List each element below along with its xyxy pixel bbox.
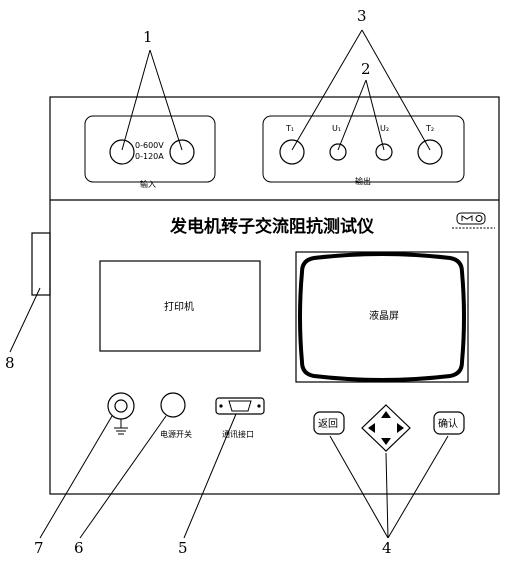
lcd-screen (298, 252, 466, 382)
ground-terminal[interactable] (107, 392, 135, 435)
callout-8: 8 (5, 354, 15, 372)
power-switch-label: 电源开关 (160, 429, 192, 439)
comm-port[interactable] (215, 397, 265, 415)
back-button-label: 返回 (318, 418, 338, 430)
output-panel (262, 115, 465, 183)
leader-lines-3 (291, 29, 431, 151)
instrument-case (49, 96, 500, 495)
output-terminal-t2[interactable] (417, 139, 443, 165)
output-terminal-u1[interactable] (329, 143, 347, 161)
leader-line-7 (39, 415, 113, 539)
input-panel-label: 输入 (140, 179, 156, 189)
input-current-label: 0-120A (135, 152, 164, 161)
output-terminal-u2-label: U₂ (380, 124, 389, 133)
left-arrow-icon[interactable] (368, 423, 375, 433)
back-button[interactable] (313, 411, 345, 435)
printer (99, 260, 261, 352)
output-terminal-u2[interactable] (375, 143, 393, 161)
instrument-title: 发电机转子交流阻抗测试仪 (169, 216, 375, 237)
output-terminal-u1-label: U₁ (332, 124, 341, 133)
leader-line-6 (79, 415, 167, 539)
up-arrow-icon[interactable] (381, 411, 391, 418)
input-voltage-label: 0-600V (135, 141, 164, 150)
input-terminal-left[interactable] (109, 139, 135, 165)
down-arrow-icon[interactable] (381, 438, 391, 445)
output-panel-label: 输出 (355, 176, 371, 186)
direction-pad[interactable] (361, 404, 411, 452)
input-panel (84, 115, 216, 183)
callout-3: 3 (357, 7, 367, 25)
callout-6: 6 (74, 539, 84, 557)
output-terminal-t1-label: T₁ (285, 124, 294, 133)
manufacturer-logo-icon (452, 212, 495, 229)
printer-label: 打印机 (164, 300, 194, 313)
side-handle (31, 232, 51, 296)
callout-2: 2 (361, 60, 371, 78)
callout-4: 4 (382, 539, 392, 557)
right-arrow-icon[interactable] (397, 423, 404, 433)
leader-line-8 (9, 287, 41, 353)
input-terminal-right[interactable] (169, 139, 195, 165)
output-terminal-t1[interactable] (279, 139, 305, 165)
confirm-button[interactable] (433, 411, 465, 435)
callout-1: 1 (143, 28, 153, 46)
callout-5: 5 (178, 539, 188, 557)
callout-7: 7 (34, 539, 44, 557)
confirm-button-label: 确认 (438, 417, 458, 430)
comm-port-label: 通讯接口 (222, 429, 254, 439)
leader-line-5 (183, 413, 237, 539)
power-switch[interactable] (160, 392, 186, 418)
lcd-label: 液晶屏 (369, 309, 399, 322)
leader-lines-4 (329, 435, 449, 539)
leader-lines-1 (121, 49, 183, 151)
leader-lines-2 (337, 79, 385, 151)
output-terminal-t2-label: T₂ (425, 124, 434, 133)
